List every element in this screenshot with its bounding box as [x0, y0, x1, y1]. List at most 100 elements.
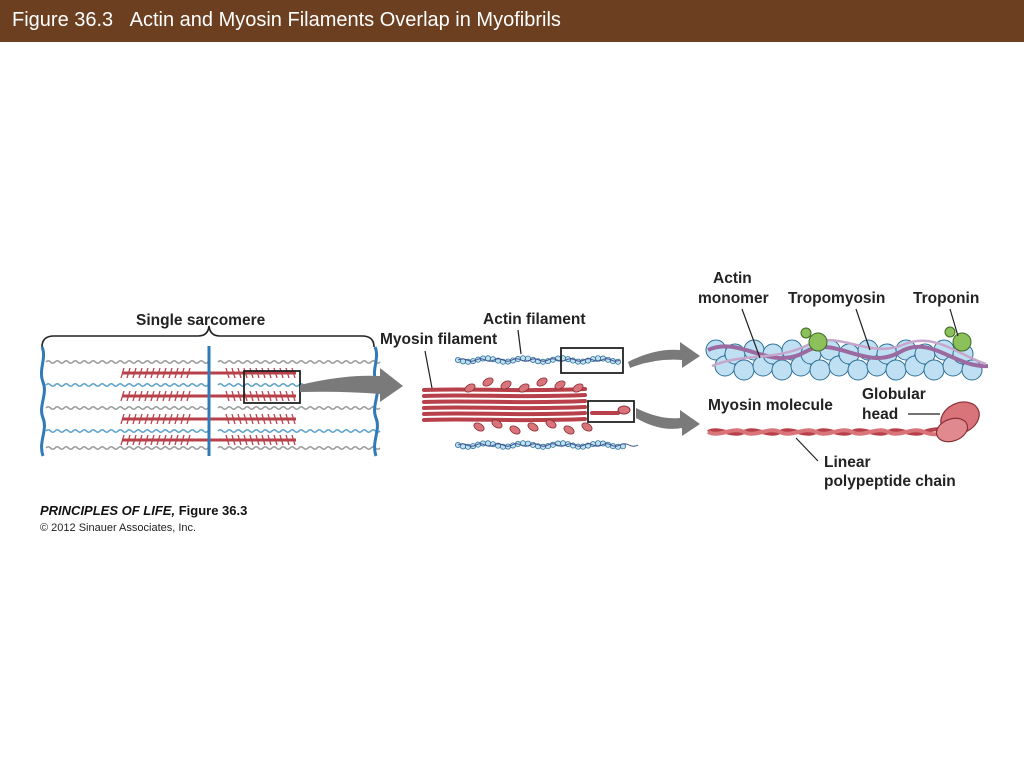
myosin-rod — [422, 387, 587, 393]
thin-filament-right — [217, 445, 381, 451]
page-title: Figure 36.3 Actin and Myosin Filaments O… — [12, 9, 561, 32]
myosin-head-tick — [261, 413, 266, 425]
thin-filament-left — [45, 382, 209, 388]
actin-bead — [550, 356, 557, 363]
myosin-head-tick — [162, 367, 167, 379]
myosin-head-tick — [291, 413, 296, 425]
myosin-head-tick — [225, 413, 230, 425]
myosin-head — [491, 419, 503, 429]
credit-book: PRINCIPLES OF LIFE, Figure 36.3 — [40, 503, 247, 518]
actin-detail-panel: Actin monomer Tropomyosin Troponin — [698, 270, 989, 381]
myosin-head — [509, 425, 521, 435]
actin-monomer — [847, 359, 869, 381]
actin-filament-top — [454, 355, 622, 365]
myosin-head-tick — [156, 413, 161, 425]
arrow-to-myosin-detail — [636, 408, 700, 436]
actin-filament-label: Actin filament — [483, 311, 585, 328]
zoom-box-myosin — [587, 400, 635, 423]
troponin-label: Troponin — [913, 290, 979, 307]
myosin-head-tick — [267, 390, 272, 402]
myosin-head-tick — [273, 413, 278, 425]
myosin-head — [527, 422, 539, 432]
myosin-head-tick — [150, 367, 155, 379]
myosin-head-tick — [120, 367, 125, 379]
thin-filament-left — [45, 445, 209, 451]
myosin-head — [563, 425, 575, 435]
myosin-head-tick — [186, 367, 191, 379]
myosin-head-tick — [291, 434, 296, 446]
myosin-head-tick — [156, 434, 161, 446]
myosin-head — [500, 380, 512, 390]
myosin-head-tick — [144, 413, 149, 425]
myosin-head-tick — [237, 390, 242, 402]
troponin-complex-1 — [800, 327, 828, 352]
myosin-head-tick — [162, 390, 167, 402]
actin-monomer-label-line2: monomer — [698, 290, 769, 307]
actin-strand — [457, 358, 621, 362]
myosin-head-tick — [138, 367, 143, 379]
myosin-head-tick — [243, 434, 248, 446]
myosin-head-tick — [132, 367, 137, 379]
myosin-head-tick — [273, 434, 278, 446]
myosin-filament-label: Myosin filament — [380, 331, 497, 348]
thin-filament-right — [217, 359, 381, 365]
tropomyosin-leader — [855, 308, 871, 351]
myosin-filament-bundle — [422, 377, 593, 435]
myosin-head — [464, 383, 476, 393]
myosin-head-tick — [255, 434, 260, 446]
actin-bead — [595, 355, 602, 362]
myosin-head-tick — [168, 434, 173, 446]
actin-monomer-label-line1: Actin — [713, 270, 752, 287]
myosin-head — [473, 422, 485, 432]
actin-monomer-leader — [741, 308, 761, 359]
thin-filament-left — [45, 428, 209, 434]
myosin-head-tick — [180, 390, 185, 402]
filaments-panel: Actin filament Myosin filament — [380, 311, 639, 450]
myosin-head-tick — [150, 434, 155, 446]
myosin-head-tick — [285, 367, 290, 379]
myosin-head-tick — [279, 413, 284, 425]
myosin-head — [482, 377, 494, 387]
linear-chain-leader — [795, 437, 819, 462]
myosin-head-tick — [249, 390, 254, 402]
myosin-rod — [422, 393, 587, 399]
actin-bead — [540, 358, 547, 365]
troponin-leader — [949, 308, 959, 337]
myosin-head-tick — [243, 367, 248, 379]
myosin-head-tick — [168, 413, 173, 425]
myosin-head-tick — [279, 390, 284, 402]
myosin-head-tick — [138, 434, 143, 446]
thin-filament-left — [45, 359, 209, 365]
single-sarcomere-label: Single sarcomere — [136, 312, 266, 329]
myosin-head-tick — [150, 390, 155, 402]
myosin-head-tick — [180, 367, 185, 379]
globular-head-label-line1: Globular — [862, 386, 926, 403]
myosin-rod — [422, 417, 587, 423]
myosin-head-tick — [120, 413, 125, 425]
linear-chain-label-line2: polypeptide chain — [824, 473, 956, 490]
myosin-rod — [422, 399, 587, 405]
myosin-head-tick — [120, 390, 125, 402]
myosin-head-tick — [237, 434, 242, 446]
myosin-head-tick — [249, 434, 254, 446]
myosin-head-tick — [132, 413, 137, 425]
myosin-head — [518, 383, 530, 393]
arrow-to-actin-detail — [628, 342, 700, 368]
sarcomere-panel: Single sarcomere — [39, 312, 381, 457]
myosin-head-tick — [120, 434, 125, 446]
myosin-head-tick — [132, 434, 137, 446]
myosin-head-tick — [138, 413, 143, 425]
myosin-head-tick — [261, 390, 266, 402]
myosin-head-tick — [126, 367, 131, 379]
myosin-head-tick — [156, 367, 161, 379]
myosin-head — [572, 383, 584, 393]
myosin-head-tick — [174, 367, 179, 379]
myosin-head — [581, 422, 593, 432]
myosin-head-tick — [144, 390, 149, 402]
myosin-head-tick — [273, 390, 278, 402]
myosin-rod — [422, 411, 587, 417]
myosin-head-tick — [267, 434, 272, 446]
tropomyosin-label: Tropomyosin — [788, 290, 885, 307]
arrow-to-filaments — [300, 368, 403, 402]
myosin-head-tick — [186, 434, 191, 446]
